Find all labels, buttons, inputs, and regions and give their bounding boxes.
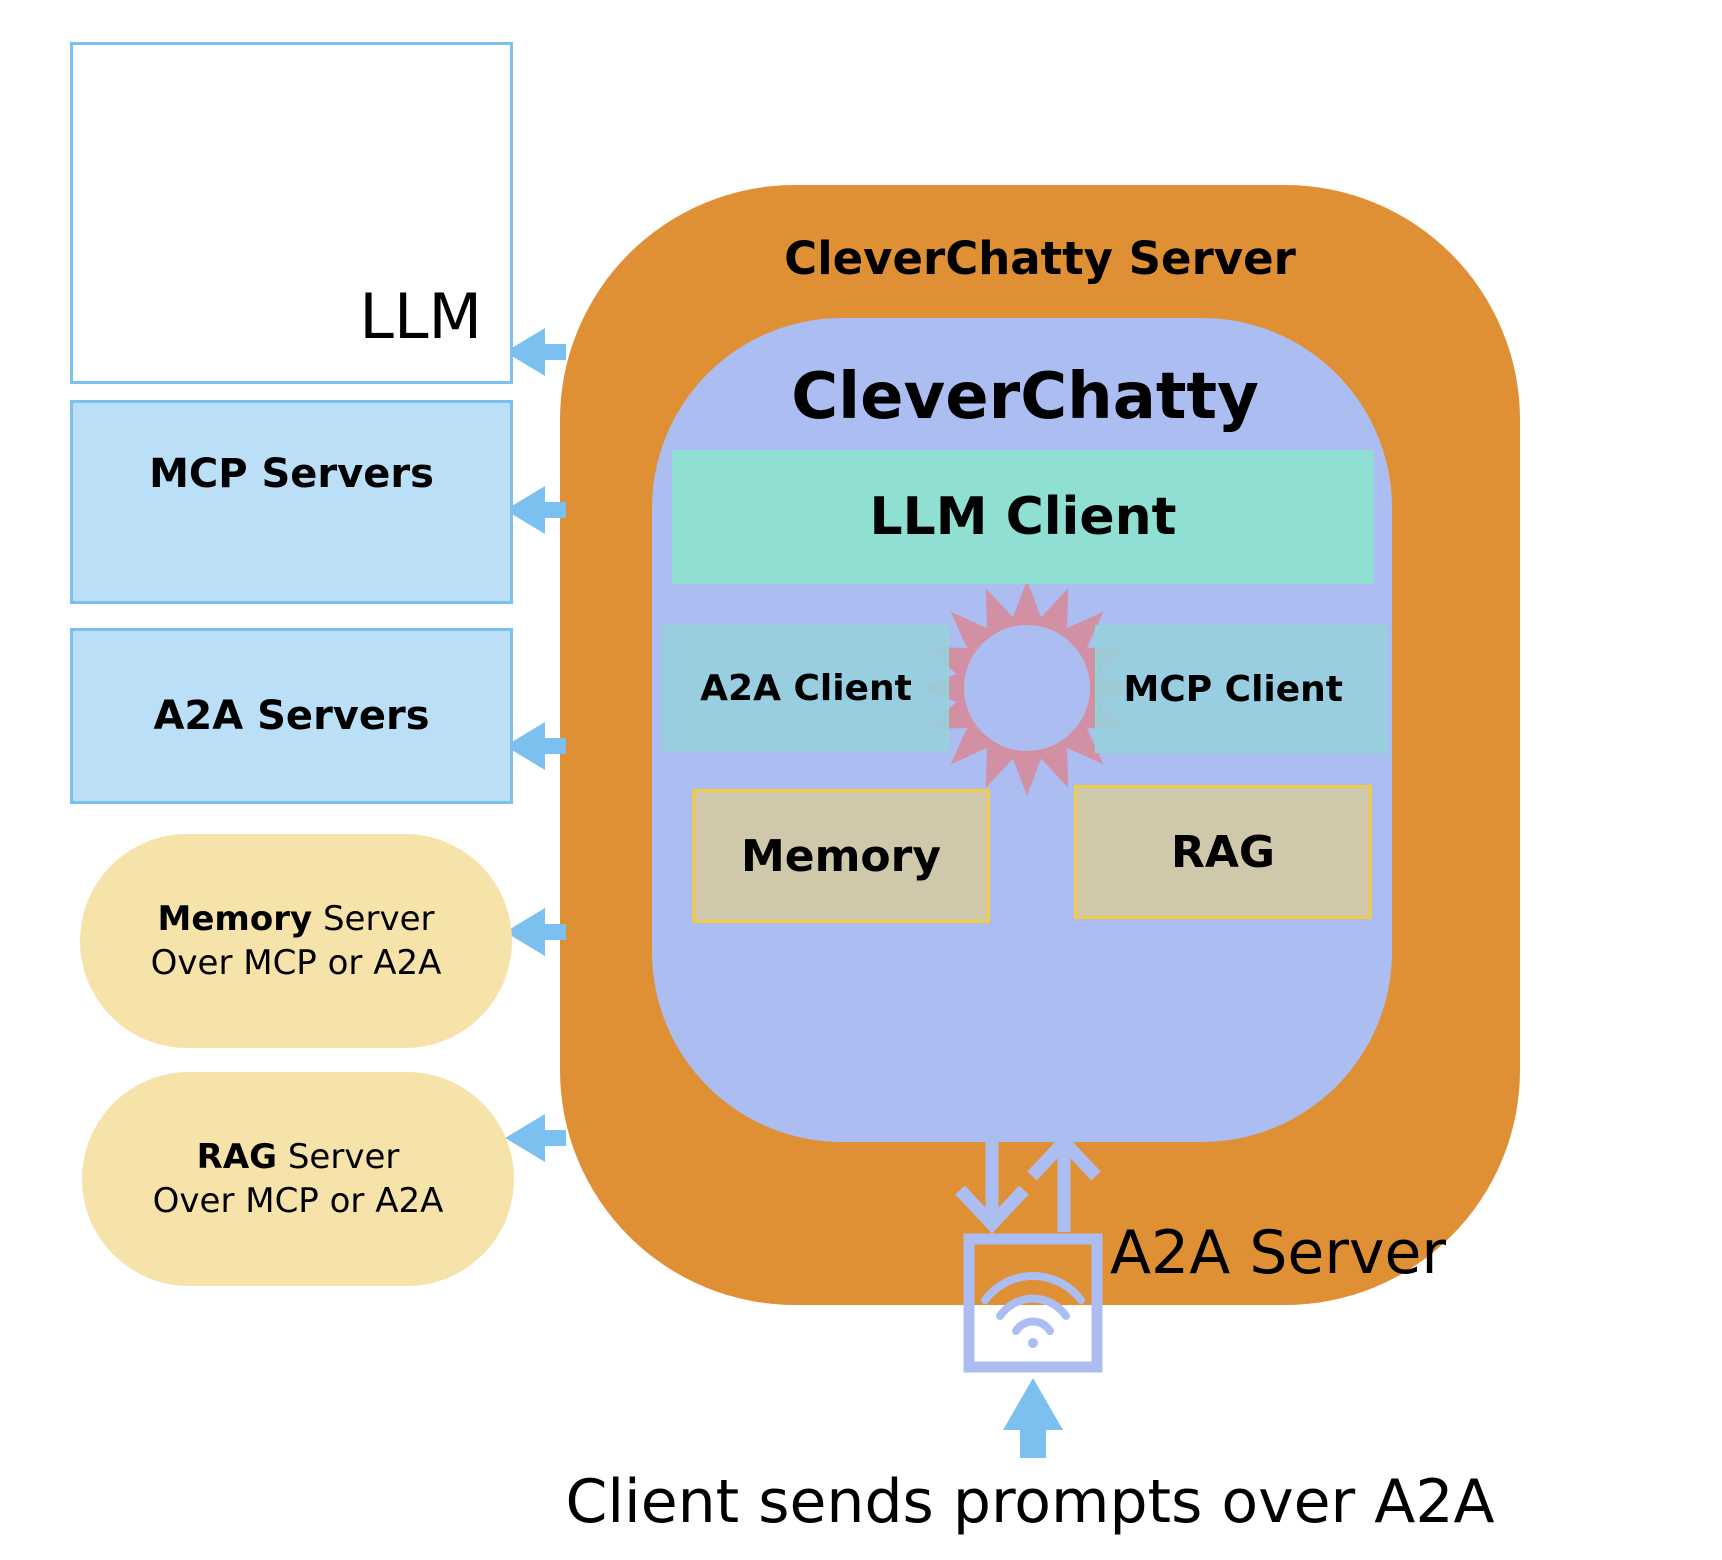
memory-box: Memory bbox=[692, 789, 990, 923]
memory-server-pill: Memory Server Over MCP or A2A bbox=[80, 834, 512, 1048]
arrow-down-to-device bbox=[955, 1140, 1029, 1234]
llm-label: LLM bbox=[359, 280, 482, 353]
server-title: CleverChatty Server bbox=[784, 231, 1296, 285]
memory-server-line1: Memory Server bbox=[158, 897, 435, 941]
a2a-client-box: A2A Client bbox=[663, 625, 949, 751]
rag-server-suffix: Server bbox=[277, 1136, 400, 1177]
a2a-server-label: A2A Server bbox=[1110, 1218, 1447, 1288]
arrow-to-llm bbox=[505, 328, 566, 376]
memory-server-suffix: Server bbox=[312, 898, 435, 939]
llm-client-box: LLM Client bbox=[672, 450, 1374, 584]
arrow-to-a2a-servers bbox=[505, 722, 566, 770]
sunburst-icon bbox=[919, 580, 1135, 796]
memory-server-name: Memory bbox=[157, 898, 313, 939]
mcp-client-box: MCP Client bbox=[1095, 625, 1387, 753]
rag-server-pill: RAG Server Over MCP or A2A bbox=[82, 1072, 514, 1286]
arrow-up-from-device bbox=[1027, 1132, 1101, 1232]
memory-server-line2: Over MCP or A2A bbox=[150, 943, 442, 983]
a2a-servers-box: A2A Servers bbox=[70, 628, 513, 804]
arrow-client-to-server bbox=[1003, 1378, 1063, 1458]
bottom-caption: Client sends prompts over A2A bbox=[565, 1467, 1495, 1537]
rag-server-name: RAG bbox=[196, 1136, 278, 1177]
rag-box: RAG bbox=[1074, 785, 1372, 919]
mcp-servers-label: MCP Servers bbox=[149, 451, 434, 497]
core-title: CleverChatty bbox=[791, 360, 1259, 434]
llm-box: LLM bbox=[70, 42, 513, 384]
a2a-servers-label: A2A Servers bbox=[153, 693, 430, 739]
wifi-device-icon bbox=[963, 1233, 1103, 1373]
arrow-to-rag-server bbox=[505, 1114, 566, 1162]
arrow-to-mcp-servers bbox=[505, 486, 566, 534]
rag-server-line1: RAG Server bbox=[197, 1135, 400, 1179]
rag-server-line2: Over MCP or A2A bbox=[152, 1181, 444, 1221]
mcp-servers-box: MCP Servers bbox=[70, 400, 513, 604]
arrow-to-memory-server bbox=[505, 908, 566, 956]
